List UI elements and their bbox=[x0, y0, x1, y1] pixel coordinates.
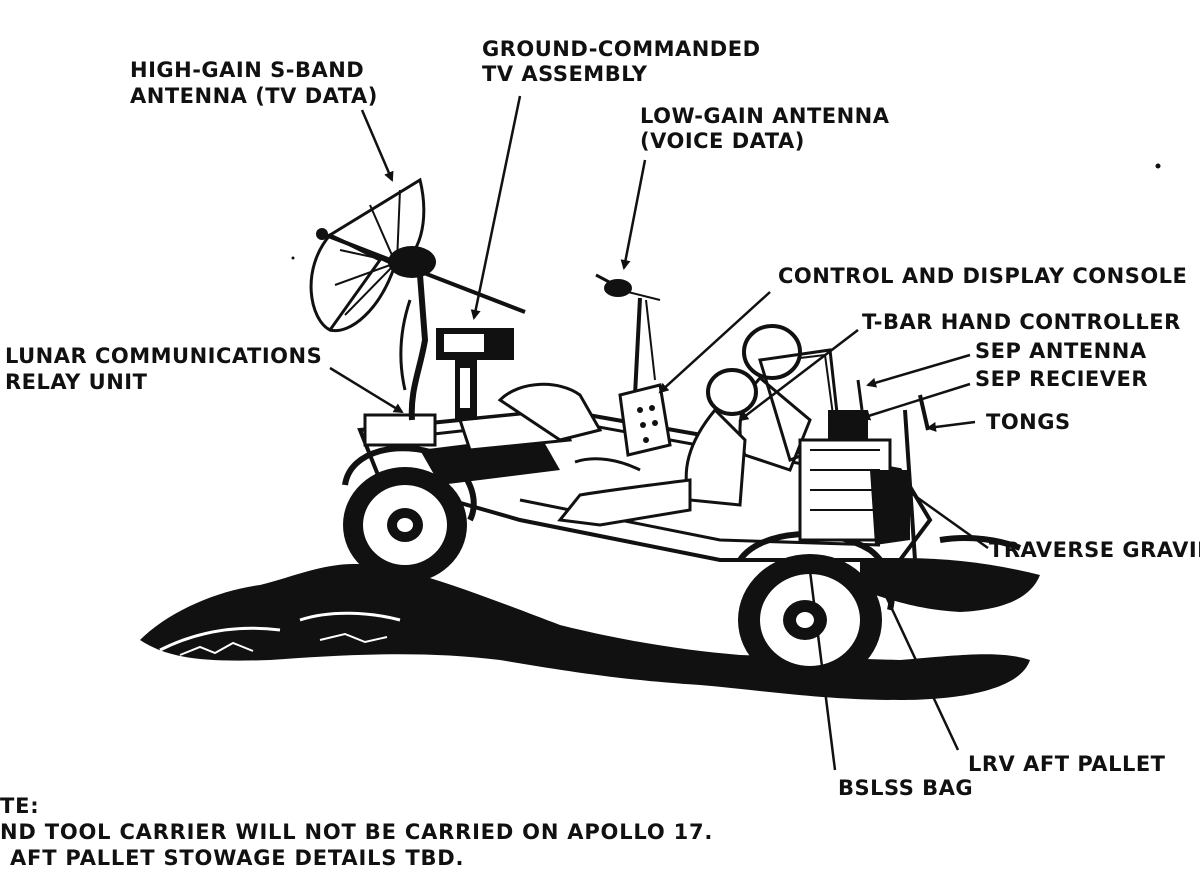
front-wheel bbox=[342, 445, 477, 583]
speck bbox=[291, 256, 295, 260]
label-high-gain-line1: HIGH-GAIN S-BAND bbox=[130, 58, 365, 82]
high-gain-antenna bbox=[309, 177, 526, 421]
rear-wheel bbox=[737, 531, 895, 686]
label-control-display-console: CONTROL AND DISPLAY CONSOLE bbox=[778, 264, 1188, 288]
label-t-bar-hand-controller: T-BAR HAND CONTROLLER bbox=[862, 310, 1181, 334]
label-tv-line2: TV ASSEMBLY bbox=[482, 62, 648, 86]
control-display-console bbox=[618, 383, 672, 457]
label-lrv-aft-pallet: LRV AFT PALLET bbox=[968, 752, 1166, 776]
label-bslss-bag: BSLSS BAG bbox=[838, 776, 974, 800]
label-high-gain-line2: ANTENNA (TV DATA) bbox=[130, 84, 378, 108]
label-low-gain-line1: LOW-GAIN ANTENNA bbox=[640, 104, 890, 128]
speck bbox=[1155, 163, 1161, 169]
speck bbox=[1138, 316, 1142, 320]
label-low-gain-line2: (VOICE DATA) bbox=[640, 129, 805, 153]
note-line1: ND TOOL CARRIER WILL NOT BE CARRIED ON A… bbox=[0, 820, 714, 844]
tv-assembly bbox=[436, 328, 514, 420]
low-gain-antenna bbox=[595, 273, 661, 396]
label-sep-antenna: SEP ANTENNA bbox=[975, 339, 1147, 363]
note-line2: AFT PALLET STOWAGE DETAILS TBD. bbox=[10, 846, 465, 870]
aft-equipment bbox=[798, 379, 930, 561]
label-traverse-gravimeter: TRAVERSE GRAVIME bbox=[989, 538, 1200, 562]
label-sep-receiver: SEP RECIEVER bbox=[975, 367, 1149, 391]
label-tongs: TONGS bbox=[986, 410, 1071, 434]
label-lcru-line2: RELAY UNIT bbox=[5, 370, 148, 394]
label-lcru-line1: LUNAR COMMUNICATIONS bbox=[5, 344, 323, 368]
label-tv-line1: GROUND-COMMANDED bbox=[482, 37, 761, 61]
astronauts bbox=[497, 324, 842, 527]
leader-lines bbox=[329, 95, 989, 771]
note-heading: TE: bbox=[0, 794, 40, 818]
lunar-terrain bbox=[140, 535, 1040, 700]
